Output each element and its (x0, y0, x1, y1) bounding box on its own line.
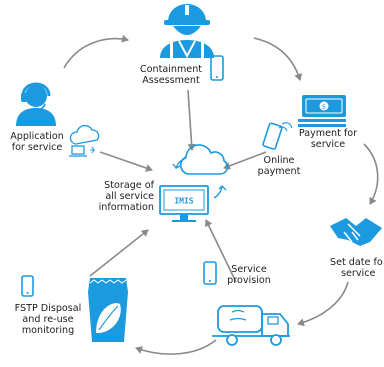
arrow-provision-to-storage (205, 219, 237, 283)
phone-icon-fstp (21, 275, 34, 297)
phone-tap-icon (262, 122, 293, 150)
label-application-for-service: Application for service (10, 131, 64, 153)
arrow-application-to-containment (63, 34, 129, 69)
imis-screen-label: IMIS (174, 197, 193, 206)
arrow-payment-to-setdate (363, 143, 379, 205)
label-set-date: Set date fo service (330, 257, 383, 279)
cloud-laptop-icon (69, 124, 100, 157)
label-storage: Storage of all service information (98, 180, 154, 213)
arrow-application-to-storage (99, 151, 153, 172)
compost-bag-icon (88, 278, 128, 342)
svg-text:$: $ (322, 103, 326, 111)
arrow-online-to-storage (223, 151, 267, 170)
arrow-fstp-to-storage (89, 229, 149, 277)
label-online-payment: Online payment (257, 155, 301, 177)
arrow-setdate-to-provision (297, 281, 349, 327)
cloud-computer-icon: IMIS (159, 144, 229, 222)
label-payment-for-service: Payment for service (298, 128, 358, 150)
phone-icon-provision (203, 261, 217, 285)
tablet-icon (210, 55, 224, 81)
arrow-provision-to-fstp (135, 339, 217, 355)
label-fstp-disposal: FSTP Disposal and re-use monitoring (14, 303, 82, 336)
vacuum-truck-icon (212, 305, 290, 346)
handshake-icon (330, 218, 382, 246)
call-center-agent-icon (16, 82, 56, 126)
label-containment-assessment: Containment Assessment (139, 64, 203, 86)
engineer-icon (160, 4, 214, 59)
arrow-containment-to-payment (253, 37, 303, 81)
arrow-containment-to-storage (187, 89, 196, 151)
cash-icon: $ (298, 95, 346, 127)
label-service-provision: Service provision (227, 264, 271, 286)
